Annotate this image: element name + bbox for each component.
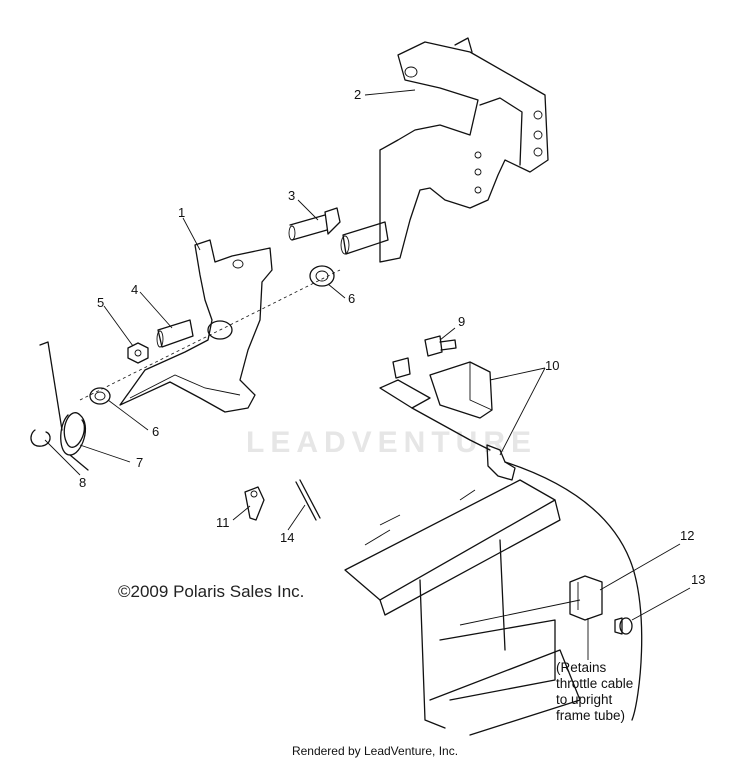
- callout-11: 11: [216, 515, 230, 530]
- part-8-eclip: [30, 429, 51, 447]
- part-10-cable-bracket: [379, 361, 643, 721]
- part-1-pedal: [119, 239, 273, 413]
- callout-14: 14: [280, 530, 294, 545]
- callout-4: 4: [131, 282, 138, 297]
- note-line-3: to upright: [556, 692, 613, 707]
- callout-1: 1: [178, 205, 185, 220]
- callout-9: 9: [458, 314, 465, 329]
- part-12-clamp: [569, 575, 603, 621]
- callout-12: 12: [680, 528, 694, 543]
- part-6-bushing-upper: [309, 265, 335, 287]
- callout-7: 7: [136, 455, 143, 470]
- frame-upright: [344, 479, 581, 736]
- bracket-sleeve: [340, 221, 389, 255]
- callout-13: 13: [691, 572, 705, 587]
- part-13-screw: [614, 617, 633, 635]
- callout-2: 2: [354, 87, 361, 102]
- note-line-1: (Retains: [556, 660, 607, 675]
- callout-3: 3: [288, 188, 295, 203]
- part-5-nut: [127, 342, 149, 364]
- part-9-bolts: [392, 335, 457, 379]
- note-line-2: throttle cable: [556, 676, 634, 691]
- part-3-bolt: [288, 207, 341, 241]
- assembly-axis: [79, 269, 341, 401]
- part-14-cotter-pin: [295, 479, 321, 521]
- part-11-clip: [244, 486, 265, 521]
- part-2-mount-bracket: [379, 37, 549, 263]
- copyright-text: ©2009 Polaris Sales Inc.: [118, 582, 305, 601]
- note-line-4: frame tube): [556, 708, 626, 723]
- part-6-washer-lower: [89, 387, 111, 405]
- part-7-spring: [39, 341, 89, 471]
- callout-8: 8: [79, 475, 86, 490]
- callout-5: 5: [97, 295, 104, 310]
- leadventure-watermark: LEADVENTURE: [246, 426, 538, 459]
- callout-6-lower: 6: [152, 424, 159, 439]
- leader-lines: [44, 89, 691, 660]
- part-4-sleeve: [156, 319, 194, 348]
- footer-credit: Rendered by LeadVenture, Inc.: [291, 744, 459, 758]
- throttle-cable-note: (Retains throttle cable to upright frame…: [556, 660, 633, 724]
- callout-6-upper: 6: [348, 291, 355, 306]
- callout-10: 10: [545, 358, 559, 373]
